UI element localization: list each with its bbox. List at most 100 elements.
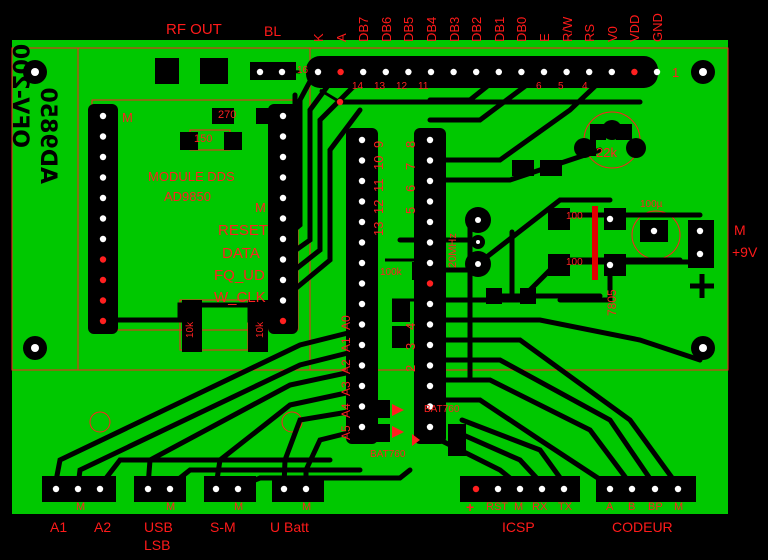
pad-hole: [360, 68, 367, 76]
pad-hole: [426, 280, 434, 287]
pad-hole: [279, 276, 287, 284]
pad-hole: [358, 321, 366, 328]
mcu-digital-label: 7: [403, 162, 418, 170]
m-label-usb: M: [166, 501, 176, 513]
pad-hole: [279, 235, 287, 243]
pad-hole: [99, 153, 107, 161]
m-label-ubatt: M: [302, 501, 312, 513]
module-label-1: MODULE DDS: [148, 169, 235, 184]
codeur-pin-label: BP: [648, 501, 663, 513]
w-clk-label: W_CLK: [214, 289, 266, 306]
lcd-pin-label: DB6: [378, 16, 394, 42]
pad-hole: [144, 485, 152, 493]
pad-hole: [538, 485, 546, 493]
pad-hole: [494, 485, 502, 493]
module-left-m: M: [122, 110, 133, 125]
pad-hole: [302, 485, 310, 493]
component-pads: [155, 58, 712, 456]
pad-hole: [696, 250, 704, 258]
pad-hole: [279, 174, 287, 181]
pad-hole: [628, 485, 636, 493]
bl-label: BL: [264, 23, 282, 39]
m-label-sm: M: [234, 501, 244, 513]
lcd-pin-label: GND: [650, 13, 665, 42]
pad-hole: [358, 403, 366, 410]
pad-hole: [279, 153, 287, 161]
mcu-digital-label: 3: [403, 342, 418, 350]
pad-hole: [426, 198, 434, 205]
icsp-pin-label: RX: [532, 501, 548, 513]
pad-hole: [278, 68, 286, 76]
pad-square: [208, 481, 224, 497]
mcu-analog-label: A5: [339, 425, 353, 440]
mcu-digital-label: 2: [403, 364, 418, 372]
pad-hole: [631, 68, 638, 76]
lcd-pin-label: DB3: [446, 16, 462, 42]
resistor-22k: 22k: [596, 145, 617, 160]
module-label-2: AD9850: [164, 189, 211, 204]
pad-hole: [337, 68, 344, 76]
pad-hole: [358, 198, 366, 205]
plus-symbol: [690, 274, 714, 298]
codeur-pin-label: A: [606, 501, 614, 513]
lcd-pin-label: DB5: [401, 16, 417, 42]
pad-hole: [606, 215, 614, 223]
pad-hole: [99, 256, 107, 263]
pad-square: [512, 481, 528, 497]
lcd-pin-label: R/W: [559, 16, 575, 42]
pad-square: [162, 481, 178, 497]
pad-hole: [653, 68, 661, 76]
pad-hole: [426, 362, 434, 369]
pad-hole: [426, 341, 434, 349]
connector-a1: A1: [50, 519, 68, 535]
pad-hole: [560, 485, 568, 493]
mcu-analog-label: A4: [339, 403, 353, 418]
lcd-pin-number: 14: [352, 81, 364, 92]
pad-holes: [48, 68, 708, 497]
mcu-digital-label: 9: [371, 140, 386, 148]
power-m-right: M: [734, 222, 746, 238]
resistor-270: 270: [218, 109, 237, 121]
pad-square: [624, 481, 640, 497]
rf-out-label: RF OUT: [166, 21, 222, 38]
resistor-10k-a: 10k: [185, 321, 196, 338]
mcu-digital-label: 8: [403, 140, 418, 148]
pad-hole: [608, 68, 615, 76]
module-pin-m: M: [255, 200, 266, 215]
pad-hole: [382, 68, 389, 76]
pad-hole: [426, 239, 434, 246]
mcu-analog-label: A2: [339, 359, 353, 374]
pad-hole: [426, 321, 434, 328]
pad-hole: [52, 485, 60, 493]
diode-symbols: [392, 404, 420, 446]
pad-hole: [426, 218, 434, 226]
pad-square: [70, 481, 86, 497]
board-title-ofv200: OFV-200: [7, 43, 32, 148]
data-label: DATA: [222, 245, 260, 262]
pad-hole: [358, 259, 366, 267]
pad-hole: [358, 423, 366, 431]
mcu-digital-label: 13: [371, 221, 386, 236]
pad-hole: [426, 136, 434, 144]
pad-hole: [314, 68, 322, 76]
mcu-digital-label: 12: [371, 199, 386, 214]
icsp-plus-label: +: [466, 499, 475, 515]
mcu-analog-label: A0: [339, 315, 353, 330]
pad-hole: [472, 485, 480, 493]
pad-hole: [99, 276, 107, 284]
pad-square: [556, 481, 572, 497]
lcd-pin-label: DB4: [424, 16, 439, 42]
pad-hole: [279, 317, 287, 325]
pad-hole: [540, 68, 548, 76]
regulator-body: [592, 206, 598, 280]
lcd-pin-number: 12: [396, 81, 408, 92]
board-title-ad9850: AD9850: [35, 87, 60, 184]
pad-square: [490, 481, 506, 497]
lcd-pin-label: A: [333, 33, 349, 42]
pad-hole: [279, 297, 287, 304]
fq-ud-label: FQ_UD: [214, 267, 265, 284]
pad-hole: [279, 133, 287, 140]
connector-lsb: LSB: [144, 537, 171, 553]
m-label-a: M: [76, 501, 86, 513]
pad-hole: [256, 68, 264, 76]
